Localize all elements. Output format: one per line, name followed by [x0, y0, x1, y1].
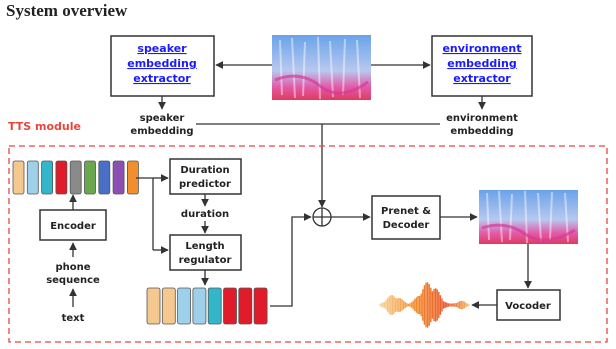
duration-label: duration	[181, 209, 229, 220]
prenet-decoder-line-1: Prenet &	[381, 206, 431, 217]
regulated-cell	[177, 287, 192, 325]
encoder-cell	[12, 160, 25, 195]
encoder-cell	[112, 160, 125, 195]
encoder-cell	[98, 160, 111, 195]
regulated-cell	[161, 287, 176, 325]
encoder-cell	[41, 160, 53, 195]
environment-embedding-line-2: embedding	[450, 126, 513, 137]
duration-predictor-line-1: Duration	[180, 165, 229, 176]
output-spectrogram	[479, 190, 578, 244]
text-label: text	[62, 313, 85, 324]
waveform-trace	[378, 282, 470, 328]
prenet-decoder-line-2: Decoder	[383, 220, 430, 231]
tts-module-border	[8, 145, 608, 343]
environment-extractor-line-2: embedding	[447, 57, 516, 70]
regulated-cell	[146, 287, 161, 325]
speaker-embedding-line-2: embedding	[130, 126, 193, 137]
encoder-cell	[55, 160, 68, 195]
regulated-cell	[207, 287, 222, 325]
output-waveform	[378, 282, 470, 328]
arrow-regulated-to-sum	[270, 213, 312, 307]
input-spectrogram	[272, 35, 371, 100]
environment-extractor-line-1: environment	[442, 42, 521, 55]
speaker-embedding-line-1: speaker	[140, 113, 185, 124]
speaker-extractor-box	[110, 35, 215, 97]
regulated-cell	[253, 287, 268, 325]
duration-predictor-line-2: predictor	[179, 179, 231, 190]
length-regulator-line-2: regulator	[179, 255, 232, 266]
environment-extractor-box	[431, 35, 533, 97]
sum-node	[312, 207, 332, 227]
regulated-cell	[192, 287, 207, 325]
encoder-box	[39, 209, 107, 241]
speaker-extractor-line-1: speaker	[137, 42, 187, 55]
encoder-output-sequence	[12, 160, 139, 195]
length-regulator-line-1: Length	[185, 241, 224, 252]
encoder-label: Encoder	[50, 221, 96, 232]
tts-module-label: TTS module	[8, 120, 81, 133]
encoder-cell	[84, 160, 96, 195]
regulated-cell	[223, 287, 237, 325]
encoder-cell	[26, 160, 39, 195]
vocoder-box	[496, 289, 561, 321]
environment-extractor-line-3: extractor	[453, 72, 511, 85]
speaker-extractor-line-2: embedding	[127, 57, 196, 70]
regulated-cell	[238, 287, 253, 325]
page-title: System overview	[6, 1, 128, 20]
speaker-extractor-line-3: extractor	[133, 72, 191, 85]
regulated-sequence	[146, 287, 268, 325]
prenet-decoder-box	[371, 195, 441, 240]
vocoder-label: Vocoder	[505, 301, 551, 312]
environment-embedding-line-1: environment	[446, 113, 518, 124]
phone-sequence-line-2: sequence	[46, 275, 100, 286]
phone-sequence-line-1: phone	[55, 262, 90, 273]
encoder-cell	[69, 160, 82, 195]
